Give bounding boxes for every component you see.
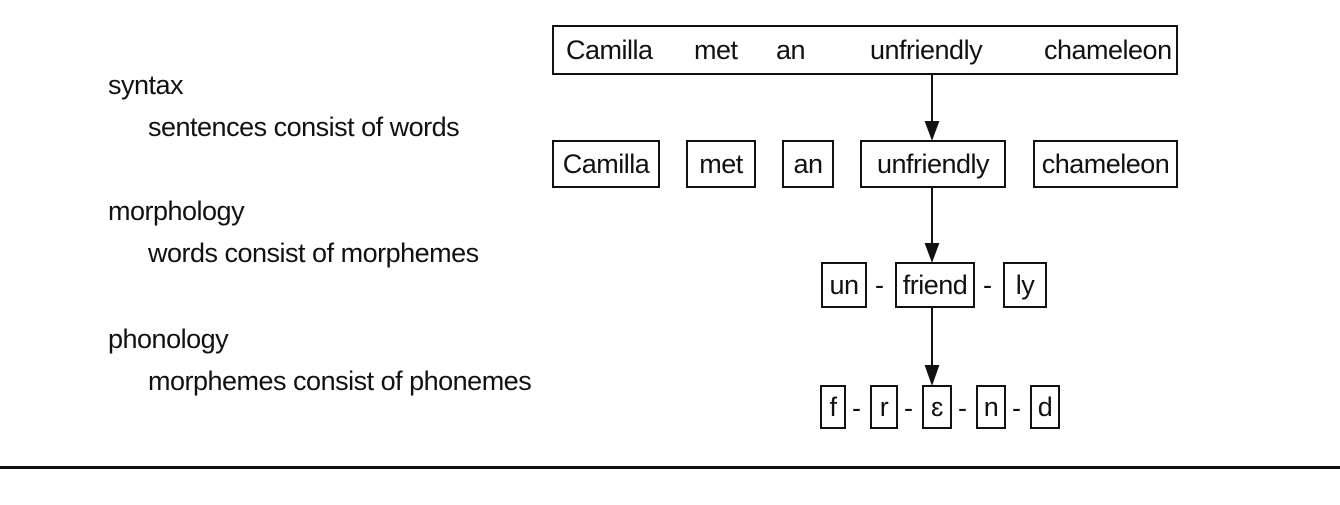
word-box: chameleon (1033, 140, 1178, 188)
sentence-word: Camilla (566, 35, 653, 65)
arrow-head (924, 121, 940, 141)
morpheme-separator: - (983, 270, 992, 300)
word-box: unfriendly (860, 140, 1006, 188)
sentence-word: an (776, 35, 806, 65)
level-morphology-title: morphology (108, 196, 245, 226)
level-phonology-title: phonology (108, 324, 229, 354)
sentence-word: unfriendly (870, 35, 983, 65)
phoneme-box: f (820, 385, 846, 429)
word-box: met (686, 140, 756, 188)
phoneme-box: d (1030, 385, 1060, 429)
sentence-word: chameleon (1044, 35, 1172, 65)
phoneme-box: ɛ (922, 385, 952, 429)
morpheme-box: un (821, 262, 867, 308)
phoneme-separator: - (1012, 393, 1021, 423)
phoneme-separator: - (958, 393, 967, 423)
morpheme-box: friend (895, 262, 975, 308)
phoneme-separator: - (852, 393, 861, 423)
sentence-box: Camilla met an unfriendly chameleon (552, 25, 1178, 75)
sentence-word: met (694, 35, 738, 65)
level-morphology-description: words consist of morphemes (148, 238, 479, 268)
level-phonology-description: morphemes consist of phonemes (148, 366, 532, 396)
arrow-head (924, 243, 940, 263)
level-syntax-description: sentences consist of words (148, 112, 460, 142)
word-box: an (782, 140, 834, 188)
phoneme-separator: - (904, 393, 913, 423)
morpheme-box: ly (1003, 262, 1047, 308)
word-box: Camilla (552, 140, 660, 188)
level-list: syntax sentences consist of words morpho… (0, 0, 540, 420)
level-syntax-title: syntax (108, 70, 184, 100)
divider-rule (0, 466, 1340, 469)
phoneme-box: n (976, 385, 1006, 429)
morpheme-separator: - (875, 270, 884, 300)
arrow-head (924, 365, 940, 387)
phoneme-box: r (870, 385, 898, 429)
